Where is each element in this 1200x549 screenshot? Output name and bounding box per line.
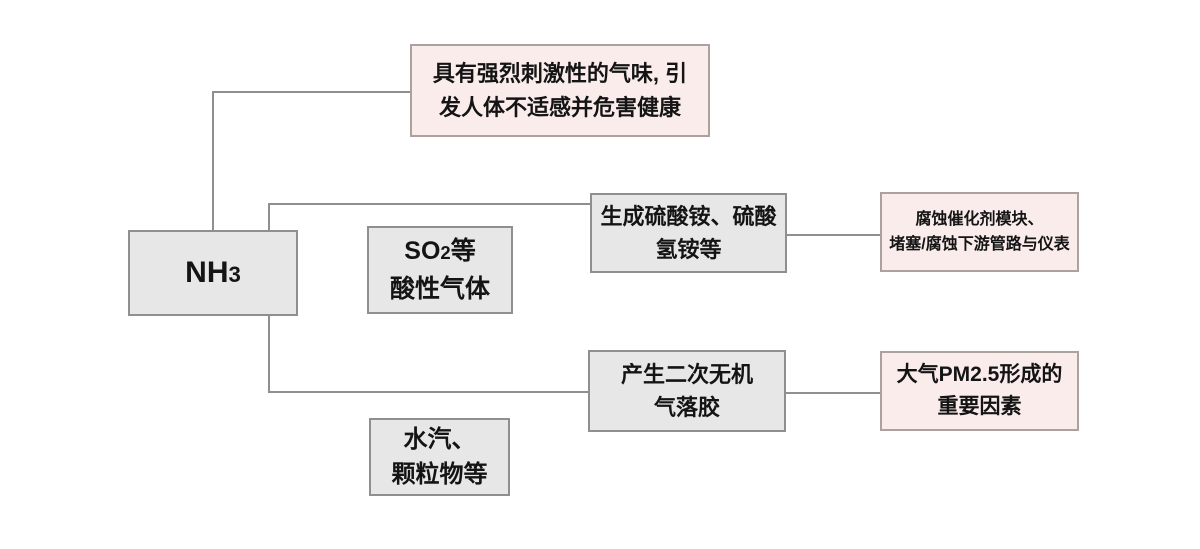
node-ammonium-sulfate: 生成硫酸铵、硫酸 氢铵等 — [590, 193, 787, 273]
connector-nh3-sulfate-vertical — [268, 203, 270, 231]
node-sulfate-line2: 氢铵等 — [655, 237, 722, 262]
node-so2-acid-gases: SO2等 酸性气体 — [367, 226, 513, 314]
node-pm25-factor: 大气PM2.5形成的 重要因素 — [880, 351, 1079, 431]
connector-nh3-aerosol-horizontal — [268, 391, 588, 393]
node-so2-line2: 酸性气体 — [389, 274, 490, 303]
node-corrosion-blockage: 腐蚀催化剂模块、 堵塞/腐蚀下游管路与仪表 — [880, 192, 1079, 272]
node-pm25-line1: 大气PM2.5形成的 — [896, 363, 1063, 386]
node-sulfate-line1: 生成硫酸铵、硫酸 — [600, 204, 777, 229]
node-moisture-line1: 水汽、 — [403, 426, 476, 453]
node-corrosion-line1: 腐蚀催化剂模块、 — [915, 211, 1044, 228]
node-aerosol-line1: 产生二次无机 — [620, 362, 753, 387]
node-moisture-particles: 水汽、 颗粒物等 — [369, 418, 510, 496]
node-aerosol-line2: 气落胶 — [653, 395, 720, 420]
node-nh3-label: NH3 — [185, 256, 241, 289]
node-nh3: NH3 — [128, 230, 298, 316]
connector-nh3-sulfate-horizontal — [268, 203, 590, 205]
node-odor-line2: 发人体不适感并危害健康 — [438, 94, 681, 120]
node-so2-line1: SO2等 — [404, 236, 476, 265]
connector-aerosol-pm25 — [786, 392, 880, 394]
connector-nh3-odor-horizontal — [212, 91, 410, 93]
connector-nh3-aerosol-vertical — [268, 315, 270, 393]
connector-nh3-odor-vertical — [212, 91, 214, 231]
node-pm25-line2: 重要因素 — [937, 395, 1022, 418]
connector-sulfate-corrosion — [787, 234, 880, 236]
node-odor-line1: 具有强烈刺激性的气味, 引 — [432, 60, 688, 86]
node-corrosion-line2: 堵塞/腐蚀下游管路与仪表 — [889, 236, 1070, 253]
node-moisture-line2: 颗粒物等 — [391, 461, 488, 488]
node-secondary-aerosol: 产生二次无机 气落胶 — [588, 350, 786, 432]
node-odor-health-effect: 具有强烈刺激性的气味, 引 发人体不适感并危害健康 — [410, 44, 710, 137]
